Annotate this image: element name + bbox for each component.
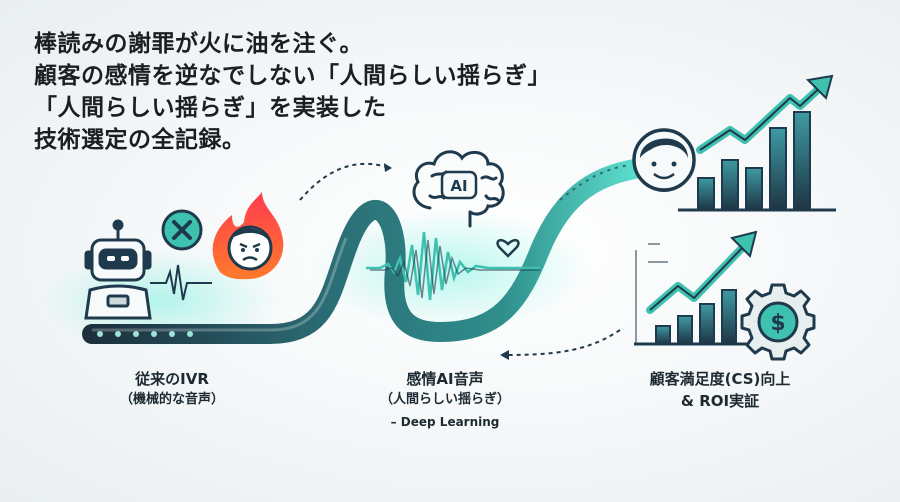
robot-icon (84, 219, 152, 320)
headline-line-2: 顧客の感情を逆なでしない「人間らしい揺らぎ」 (34, 63, 551, 89)
mechanical-waveform (150, 264, 212, 301)
stage-2-title: 感情AI音声 (406, 370, 484, 388)
arrow-head-bottom (500, 350, 509, 360)
growth-chart-top (678, 74, 836, 212)
dashed-arrow-top (299, 162, 391, 201)
brain-icon (412, 150, 505, 228)
happy-customer-icon (632, 128, 696, 192)
coin-symbol: $ (770, 311, 785, 336)
progress-dots (97, 331, 193, 337)
headline-line-4: 技術選定の全記録。 (34, 127, 246, 153)
ai-badge (440, 170, 478, 200)
stage-label-emotion-ai: 感情AI音声 （人間らしい揺らぎ） – Deep Learning (370, 368, 520, 434)
human-waveform-shadow (370, 239, 540, 299)
headline-line-1: 棒読みの謝罪が火に油を注ぐ。 (34, 31, 363, 57)
dashed-arrow-bottom (504, 329, 621, 356)
arrow-head-top (384, 163, 392, 172)
x-mark-icon (161, 209, 203, 251)
ribbon-highlight (92, 237, 348, 332)
ai-badge-text: AI (450, 177, 467, 195)
heart-icon (496, 238, 520, 258)
stage-label-legacy-ivr: 従来のIVR （機械的な音声） (112, 368, 232, 410)
growth-chart-bottom (634, 230, 790, 346)
dashed-trail-right (559, 164, 631, 201)
stage-2-note: – Deep Learning (390, 415, 500, 429)
headline: 棒読みの謝罪が火に油を注ぐ。 顧客の感情を逆なでしない「人間らしい揺らぎ」 「人… (34, 28, 551, 156)
stage-1-subtitle: （機械的な音声） (119, 392, 224, 407)
stage-3-title: 顧客満足度(CS)向上 (649, 370, 791, 388)
headline-line-3: 「人間らしい揺らぎ」を実装した (34, 95, 387, 121)
stage-2-subtitle: （人間らしい揺らぎ） (379, 392, 510, 407)
human-waveform (366, 231, 540, 301)
angry-customer-icon (212, 192, 284, 280)
stage-label-cs-roi: 顧客満足度(CS)向上 & ROI実証 (630, 368, 810, 412)
stage-3-subtitle: & ROI実証 (680, 392, 760, 410)
journey-ribbon (82, 158, 650, 344)
roi-gear-icon (740, 283, 816, 361)
stage-1-title: 従来のIVR (135, 370, 209, 388)
